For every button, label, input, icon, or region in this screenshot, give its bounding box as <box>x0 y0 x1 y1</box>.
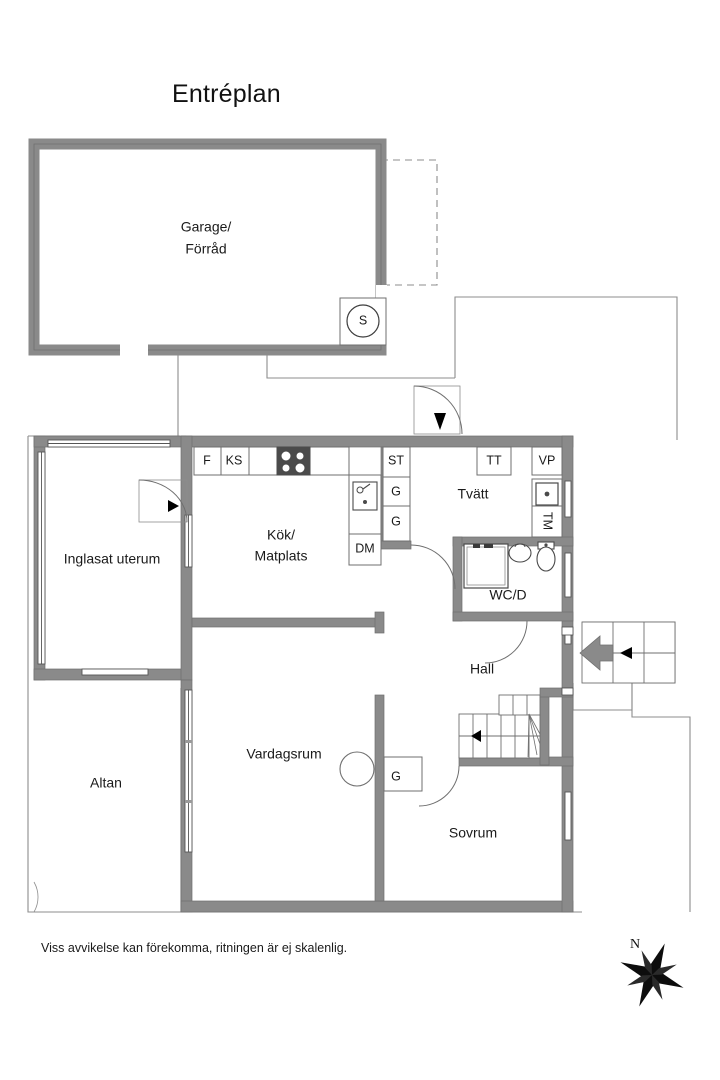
wardrobe-g1-label: G <box>391 484 401 498</box>
terrace-room-label: Altan <box>90 775 122 791</box>
stairs-direction-arrow <box>471 730 481 742</box>
conservatory-room-label: Inglasat uterum <box>64 551 161 567</box>
laundry-appliance-labels: TT VP TM <box>486 453 555 530</box>
laundry-fittings <box>476 446 563 538</box>
bathroom-room-label: WC/D <box>489 587 526 603</box>
wardrobe-g3-label: G <box>391 769 401 783</box>
living-room-label: Vardagsrum <box>246 746 321 762</box>
dishwasher-label: DM <box>355 541 374 555</box>
round-table <box>339 751 375 787</box>
laundry-room-label: Tvätt <box>457 486 488 502</box>
kitchen-label-line2: Matplats <box>255 548 308 564</box>
heat-pump-label: VP <box>539 453 556 467</box>
bedroom-room-label: Sovrum <box>449 825 497 841</box>
garage-label-line2: Förråd <box>185 241 226 257</box>
living-room-furniture <box>339 751 423 792</box>
entrance-steps-arrow <box>620 647 632 659</box>
tumble-dryer-label: TT <box>486 453 502 467</box>
compass-rose <box>620 943 684 1007</box>
page-title: Entréplan <box>172 80 281 108</box>
washing-machine-label: TM <box>541 512 555 530</box>
fridge-label: F <box>203 453 211 467</box>
freezer-label: KS <box>226 453 243 467</box>
hall-room-label: Hall <box>470 661 494 677</box>
staircase <box>458 694 541 759</box>
kitchen-room-label: Kök/ Matplats <box>255 527 308 564</box>
door-jambs <box>561 626 574 696</box>
garage-label-line1: Garage/ <box>181 219 232 235</box>
door-swings <box>33 385 528 913</box>
kitchen-appliance-labels: F KS ST G G DM <box>203 453 404 555</box>
garage-block <box>28 138 387 356</box>
kitchen-fittings <box>193 446 411 566</box>
drawing-disclaimer: Viss avvikelse kan förekomma, ritningen … <box>41 941 348 955</box>
main-entrance-arrow <box>579 635 614 671</box>
windows <box>37 439 572 853</box>
wardrobe-g2-label: G <box>391 514 401 528</box>
compass-north-label: N <box>630 937 640 952</box>
bathroom-fittings <box>463 541 556 589</box>
storage-st-label: ST <box>388 453 404 467</box>
kitchen-label-line1: Kök/ <box>267 527 295 543</box>
garage-room-label: Garage/ Förråd <box>181 219 232 257</box>
sump-s-label: S <box>359 313 367 327</box>
